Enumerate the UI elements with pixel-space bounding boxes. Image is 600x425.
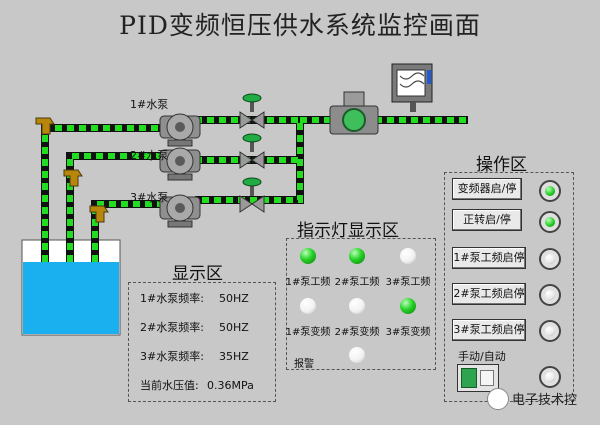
indicator-core (545, 372, 555, 382)
lamp-label: 1#泵变频 (285, 327, 331, 338)
pump3-power-lamp (400, 248, 416, 264)
pump2-power-indicator (539, 284, 561, 306)
faucet-icon (35, 117, 55, 135)
mode-label: 手动/自动 (458, 350, 506, 363)
watermark-text: 电子技术控 (512, 393, 578, 408)
display-area-title: 显示区 (172, 264, 223, 284)
lamp-label: 3#泵工频 (385, 277, 431, 288)
pump-label: 1#水泵 (130, 98, 169, 111)
pump1-power-button[interactable]: 1#泵工频启停 (452, 247, 526, 269)
tank-water (23, 262, 119, 334)
pump2-freq-value: 50HZ (219, 321, 249, 334)
alarm-lamp (349, 347, 365, 363)
pump3-vfd-lamp (400, 298, 416, 314)
pump-icon (159, 147, 201, 181)
display-area-panel (128, 282, 276, 402)
pump2-power-lamp (349, 248, 365, 264)
pump3-freq-label: 3#水泵频率: (140, 350, 204, 363)
alarm-label: 报警 (294, 359, 314, 370)
water-pressure-value: 0.36MPa (207, 379, 254, 392)
pressure-recorder-icon (391, 63, 433, 112)
valve-icon (239, 93, 265, 129)
faucet-icon (63, 169, 83, 187)
indicator-core (545, 326, 555, 336)
wechat-logo-icon (487, 388, 509, 410)
operation-area-title: 操作区 (476, 155, 527, 175)
valve-icon (239, 133, 265, 169)
indicator-area-title: 指示灯显示区 (297, 221, 399, 241)
indicator-core (545, 217, 555, 227)
valve-icon (239, 177, 265, 213)
indicator-area-panel (286, 238, 436, 370)
lamp-label: 2#泵变频 (334, 327, 380, 338)
flow-valve-icon (329, 91, 379, 135)
pump1-freq-label: 1#水泵频率: (140, 292, 204, 305)
indicator-core (545, 186, 555, 196)
switch-knob (461, 368, 477, 388)
pump2-freq-label: 2#水泵频率: (140, 321, 204, 334)
indicator-core (545, 254, 555, 264)
page-title: PID变频恒压供水系统监控画面 (119, 11, 481, 40)
pump2-power-button[interactable]: 2#泵工频启停 (452, 283, 526, 305)
pump1-power-lamp (300, 248, 316, 264)
pump3-power-indicator (539, 320, 561, 342)
lamp-label: 1#泵工频 (285, 277, 331, 288)
vfd-status-indicator (539, 180, 561, 202)
forward-status-indicator (539, 211, 561, 233)
pump2-vfd-lamp (349, 298, 365, 314)
pump1-vfd-lamp (300, 298, 316, 314)
pump1-power-indicator (539, 248, 561, 270)
indicator-core (545, 290, 555, 300)
pump-icon (159, 113, 201, 147)
pump3-freq-value: 35HZ (219, 350, 249, 363)
vfd-start-stop-button[interactable]: 变频器启/停 (452, 178, 522, 200)
pump1-freq-value: 50HZ (219, 292, 249, 305)
operation-area-panel (444, 172, 574, 402)
lamp-label: 3#泵变频 (385, 327, 431, 338)
pump-icon (159, 194, 201, 228)
pump-label: 2#水泵 (130, 149, 169, 162)
pump-label: 3#水泵 (130, 191, 169, 204)
mode-indicator (539, 366, 561, 388)
forward-start-stop-button[interactable]: 正转启/停 (452, 209, 522, 231)
faucet-icon (89, 205, 109, 223)
lamp-label: 2#泵工频 (334, 277, 380, 288)
switch-slot (480, 370, 494, 386)
water-pressure-label: 当前水压值: (140, 379, 199, 392)
pump3-power-button[interactable]: 3#泵工频启停 (452, 319, 526, 341)
mode-switch[interactable] (457, 364, 499, 392)
